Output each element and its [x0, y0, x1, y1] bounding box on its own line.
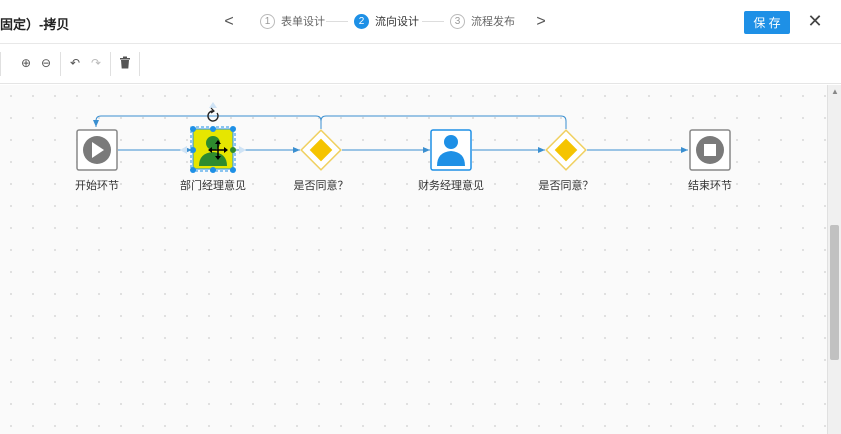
- step-flow-design[interactable]: 2 流向设计: [354, 13, 419, 29]
- dept-manager-node-label: 部门经理意见: [180, 180, 246, 192]
- selection-handles[interactable]: [190, 126, 236, 173]
- zoom-out-icon[interactable]: ⊖: [40, 56, 52, 70]
- header: 固定）-拷贝 < 1 表单设计 2 流向设计 3 流程发布 > 保 存 ✕: [0, 0, 841, 44]
- step-form-design[interactable]: 1 表单设计: [260, 13, 325, 29]
- toolbar-divider: [60, 52, 61, 76]
- page-title: 固定）-拷贝: [0, 17, 70, 32]
- gateway-node-2[interactable]: [545, 129, 587, 171]
- toolbar-divider: [0, 52, 1, 76]
- delete-icon[interactable]: [118, 56, 132, 70]
- step-divider: [326, 21, 348, 22]
- flow-canvas[interactable]: 开始环节 部门经理意见 是否同意？ 财务经理意见 是否同意？ 结束环节: [0, 85, 827, 434]
- start-node[interactable]: [76, 129, 118, 171]
- step-label: 流向设计: [375, 16, 419, 28]
- step-flow-publish[interactable]: 3 流程发布: [450, 13, 515, 29]
- move-cursor-icon: [208, 140, 228, 160]
- gateway-node-1[interactable]: [300, 129, 342, 171]
- redo-icon[interactable]: ↷: [90, 56, 102, 70]
- flow-diagram: [76, 102, 731, 173]
- step-number: 1: [260, 13, 275, 29]
- start-node-label: 开始环节: [75, 180, 119, 192]
- undo-icon[interactable]: ↶: [69, 56, 81, 70]
- rotate-handle-icon[interactable]: [207, 107, 219, 122]
- step-divider: [422, 21, 444, 22]
- prev-step-button[interactable]: <: [224, 13, 234, 30]
- end-node-label: 结束环节: [688, 180, 732, 192]
- scroll-thumb[interactable]: [830, 225, 839, 360]
- edge-reject-loop-2[interactable]: [320, 115, 567, 129]
- save-button[interactable]: 保 存: [744, 11, 790, 34]
- end-node[interactable]: [689, 129, 731, 171]
- close-icon[interactable]: ✕: [807, 11, 823, 31]
- gateway-1-label: 是否同意？: [293, 180, 349, 192]
- toolbar-divider: [139, 52, 140, 76]
- vertical-scrollbar[interactable]: ▲: [827, 85, 841, 434]
- step-label: 流程发布: [471, 16, 515, 28]
- toolbar-divider: [110, 52, 111, 76]
- finance-manager-node-label: 财务经理意见: [418, 180, 484, 192]
- step-label: 表单设计: [281, 16, 325, 28]
- toolbar: ⊕ ⊖ ↶ ↷: [0, 44, 841, 84]
- next-step-button[interactable]: >: [536, 13, 546, 30]
- gateway-2-label: 是否同意？: [538, 180, 594, 192]
- step-number: 3: [450, 13, 465, 29]
- zoom-in-icon[interactable]: ⊕: [20, 56, 32, 70]
- finance-manager-task-node[interactable]: [430, 129, 472, 171]
- step-number: 2: [354, 13, 369, 29]
- scroll-up-icon[interactable]: ▲: [831, 87, 839, 96]
